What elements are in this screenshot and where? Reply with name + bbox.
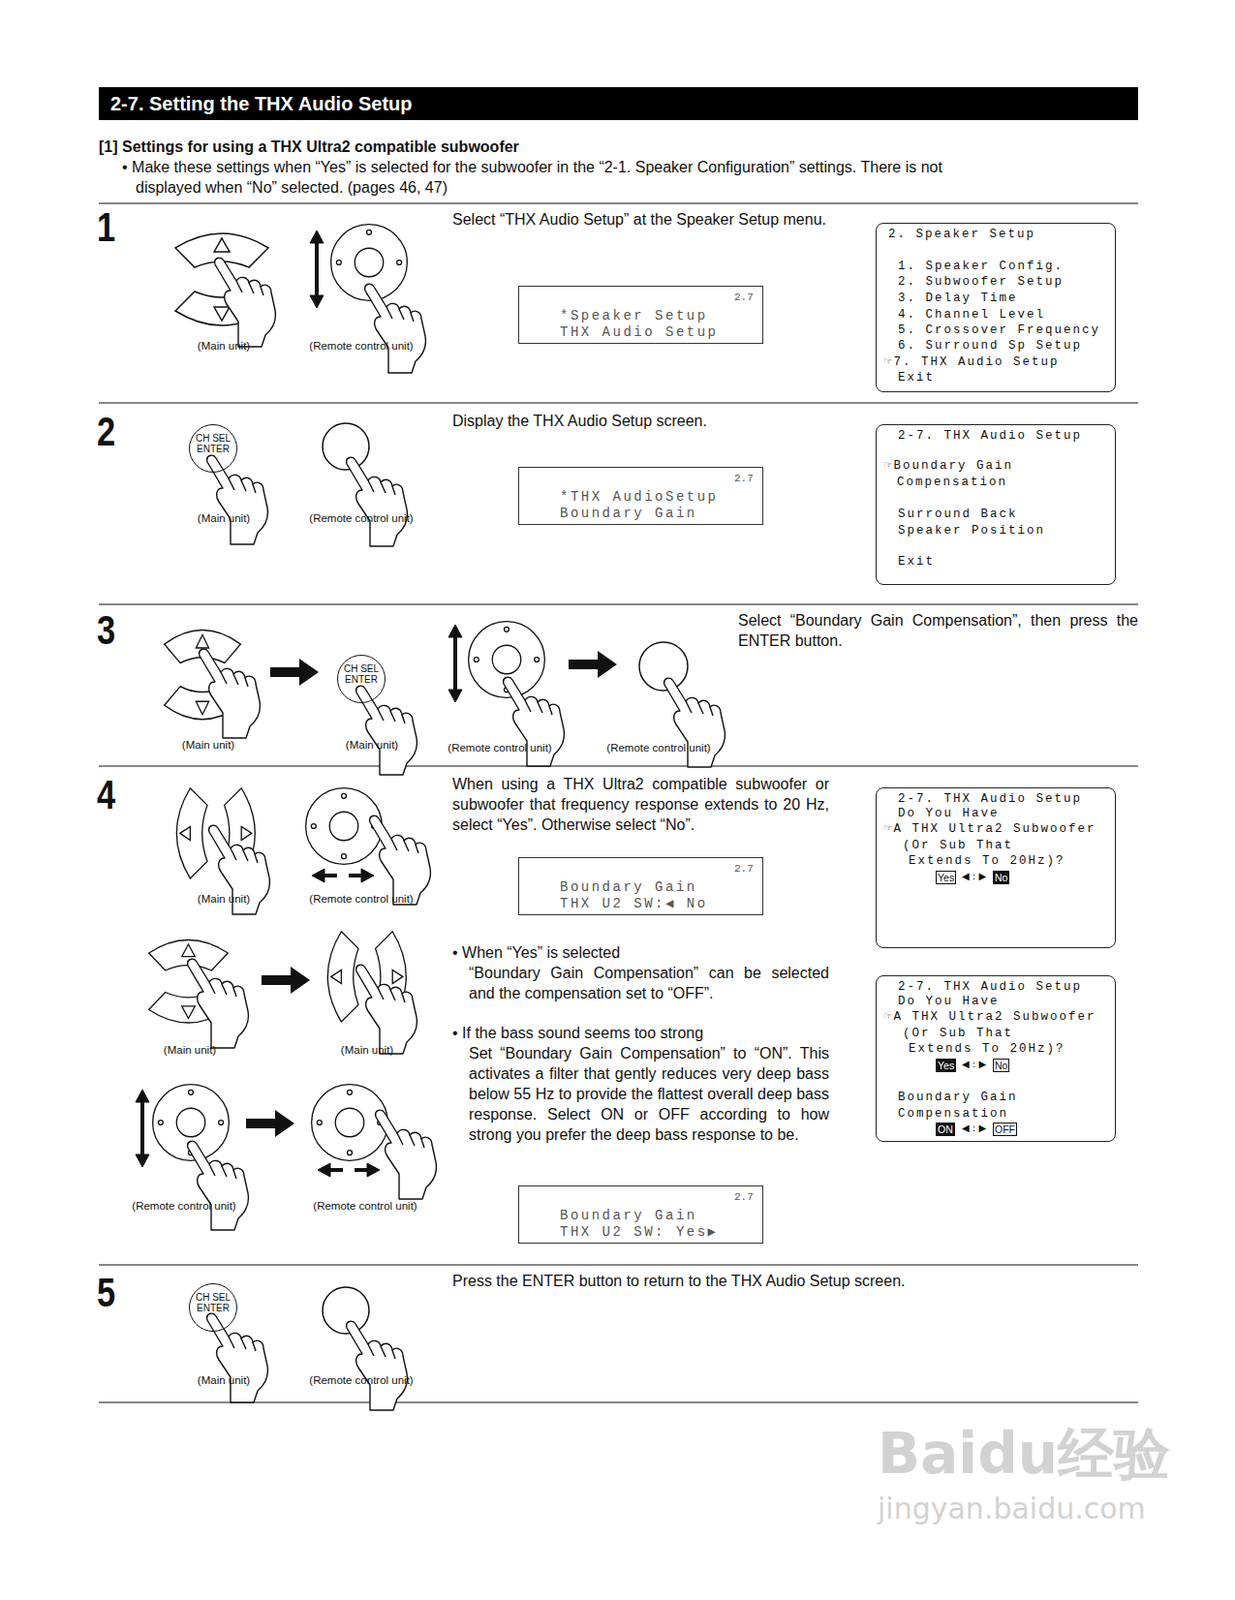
instruction-text: Select “Boundary Gain Compensation”, the… (738, 610, 1139, 651)
screen-text: Boundary Gain (559, 879, 698, 896)
screen-text: 2-7. THX Audio Setup (897, 428, 1082, 445)
screen-text: Boundary Gain (559, 505, 698, 522)
screen-text: 6. Surround Sp Setup (897, 338, 1082, 355)
screen-text: Yes (935, 870, 957, 885)
screen-text: ON (935, 1122, 956, 1137)
unit-caption: (Remote control unit) (417, 741, 583, 755)
screen-text: *THX AudioSetup (559, 489, 719, 505)
screen-text: 5. Crossover Frequency (897, 322, 1101, 340)
unit-caption: (Main unit) (141, 1373, 307, 1388)
screen-text: ◀ : ▶ (961, 869, 987, 883)
button-label: CH SEL ENTER (193, 1292, 233, 1314)
screen-text: 2.7 (734, 1189, 754, 1205)
instruction-text: Select “THX Audio Setup” at the Speaker … (452, 209, 831, 230)
lcd-display: 2.7Boundary GainTHX U2 SW:◀ No (518, 857, 764, 916)
button-label: CH SEL ENTER (193, 432, 233, 455)
screen-text: 1. Speaker Config. (897, 258, 1064, 276)
screen-text: ◀ : ▶ (961, 1121, 987, 1135)
screen-text: Extends To 20Hz)? (908, 1041, 1066, 1058)
section-heading-band: 2-7. Setting the THX Audio Setup (98, 87, 1139, 121)
screen-text: Boundary Gain Compensation (897, 1089, 1063, 1122)
screen-text: No (992, 1058, 1010, 1073)
screen-text: ☞A THX Ultra2 Subwoofer (884, 821, 1097, 838)
screen-text: OFF (992, 1122, 1018, 1137)
step-number: 1 (96, 205, 129, 250)
screen-text: Do You Have (897, 993, 1000, 1011)
unit-caption: (Remote control unit) (278, 1373, 444, 1388)
bullet-note: • Make these settings when “Yes” is sele… (122, 156, 959, 198)
unit-caption: (Remote control unit) (282, 1199, 448, 1213)
osd-screen: 2-7. THX Audio Setup ☞Boundary Gain Compe… (875, 424, 1116, 586)
screen-text: Do You Have (897, 805, 1000, 823)
unit-caption: (Main unit) (141, 511, 307, 525)
screen-text: 2. Speaker Setup (888, 226, 1036, 244)
instruction-text: Press the ENTER button to return to the … (452, 1270, 1131, 1292)
lcd-display: 2.7Boundary GainTHX U2 SW: Yes▶ (518, 1185, 764, 1244)
lcd-display: 2.7 *Speaker SetupTHX Audio Setup (518, 285, 764, 344)
screen-text: Extends To 20Hz)? (908, 853, 1066, 870)
instruction-text: When using a THX Ultra2 compatible subwo… (452, 773, 830, 835)
unit-caption: (Remote control unit) (278, 892, 444, 906)
step-number: 5 (96, 1270, 129, 1316)
instruction-text: Set “Boundary Gain Compensation” to “ON”… (468, 1043, 830, 1145)
watermark: Baidu经验 (877, 1421, 1171, 1486)
screen-text: 2.7 (734, 470, 754, 487)
enter-button: CH SEL ENTER (188, 1283, 238, 1332)
bullet-note: • If the bass sound seems too strong (452, 1022, 854, 1044)
step-number: 3 (96, 608, 129, 653)
button-label: CH SEL ENTER (341, 663, 381, 685)
screen-text: 2-7. THX Audio Setup (897, 791, 1082, 808)
bullet-note: • When “Yes” is selected (452, 942, 854, 963)
instruction-text: Display the THX Audio Setup screen. (452, 410, 860, 432)
screen-text: ☞7. THX Audio Setup (884, 354, 1060, 371)
screen-text: Boundary Gain (559, 1207, 698, 1224)
unit-caption: (Remote control unit) (576, 741, 741, 755)
unit-caption: (Main unit) (141, 339, 307, 353)
unit-caption: (Main unit) (125, 738, 291, 752)
screen-text: Exit (897, 554, 935, 571)
screen-text: Exit (897, 370, 935, 387)
unit-caption: (Main unit) (284, 1043, 450, 1057)
enter-button: CH SEL ENTER (188, 424, 238, 473)
unit-caption: (Remote control unit) (278, 511, 444, 525)
screen-text: Surround Back Speaker Position (897, 506, 1068, 539)
screen-text: *Speaker Setup (559, 308, 709, 324)
unit-caption: (Remote control unit) (278, 339, 444, 353)
screen-text: 2.7 (734, 861, 754, 877)
screen-text: (Or Sub That (902, 837, 1014, 855)
screen-text: 2.7 (734, 289, 754, 306)
osd-screen: 2. Speaker Setup 1. Speaker Config.2. Sub… (875, 222, 1116, 393)
unit-caption: (Main unit) (141, 892, 307, 906)
screen-text: 2. Subwoofer Setup (897, 274, 1064, 291)
screen-text: ☞A THX Ultra2 Subwoofer (884, 1009, 1097, 1026)
subheading: [1] Settings for using a THX Ultra2 comp… (98, 136, 1068, 157)
screen-text: THX Audio Setup (559, 324, 719, 340)
lcd-display: 2.7 *THX AudioSetupBoundary Gain (518, 466, 764, 525)
osd-screen: 2-7. THX Audio SetupDo You Have☞A THX Ul… (875, 975, 1116, 1143)
instruction-text: “Boundary Gain Compensation” can be sele… (468, 962, 830, 1004)
unit-caption: (Remote control unit) (101, 1199, 267, 1213)
unit-caption: (Main unit) (289, 738, 455, 752)
screen-text: ◀ : ▶ (961, 1057, 987, 1071)
osd-screen: 2-7. THX Audio SetupDo You Have☞A THX Ul… (875, 787, 1116, 949)
screen-text: 2-7. THX Audio Setup (897, 979, 1082, 996)
step-number: 4 (96, 772, 129, 818)
screen-text: No (992, 870, 1010, 885)
unit-caption: (Main unit) (107, 1043, 273, 1057)
screen-text: 4. Channel Level (897, 307, 1046, 324)
watermark-url: jingyan.baidu.com (877, 1491, 1146, 1527)
screen-text: (Or Sub That (902, 1025, 1014, 1043)
screen-text: 3. Delay Time (897, 290, 1019, 308)
screen-text: THX U2 SW: Yes▶ (559, 1224, 719, 1240)
screen-text: ☞Boundary Gain Compensation (884, 458, 1067, 491)
screen-text: THX U2 SW:◀ No (559, 895, 709, 912)
screen-text: Yes (935, 1058, 957, 1073)
enter-button: CH SEL ENTER (337, 654, 386, 704)
step-number: 2 (96, 409, 129, 455)
